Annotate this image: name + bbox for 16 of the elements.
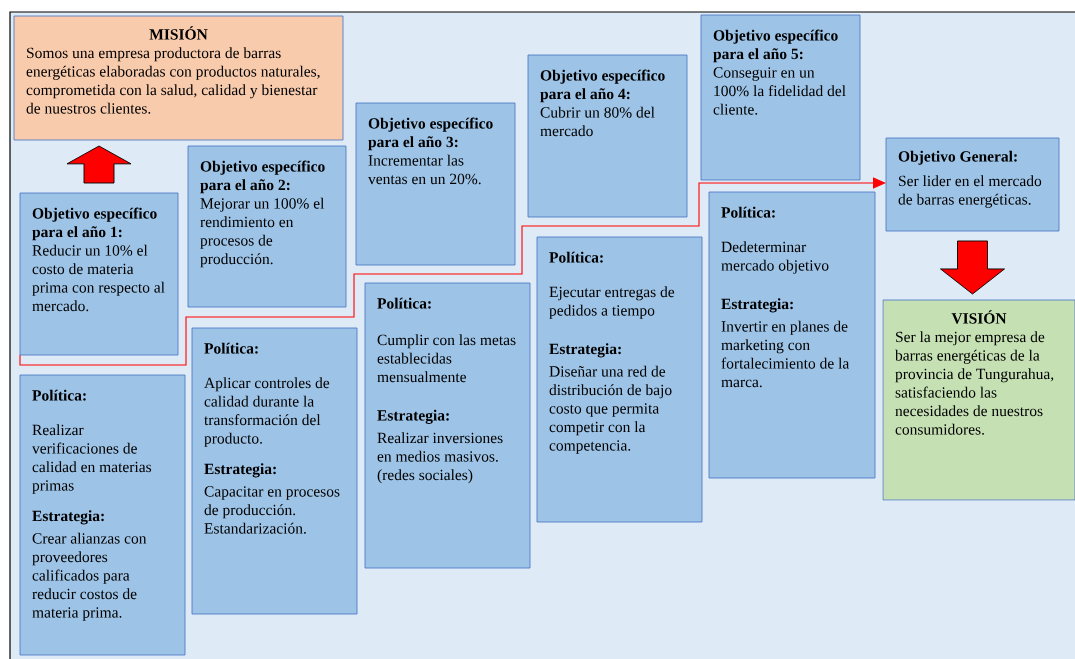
objective-box: Política: Ejecutar entregas de pedidos a tiempo Estrategia: Diseñar una red de distribución de bajo costo que permita competir con la competencia. bbox=[536, 236, 703, 523]
objective-box: Objetivo específico para el año 1: Reducir un 10% el costo de materia prima con respecto al mercado. bbox=[19, 192, 179, 356]
objective-box: Política: Realizar verificaciones de calidad en materias primas Estrategia: Crear alianzas con proveedores calificados para reducir costos de materia prima. bbox=[19, 374, 186, 656]
objective-box: Política: Cumplir con las metas establecidas mensualmente Estrategia: Realizar inversiones en medios masivos. (redes sociales) bbox=[364, 282, 531, 569]
arrow bbox=[19, 177, 886, 366]
objective-box: Política: Dedeterminar mercado objetivo Estrategia: Invertir en planes de marketing con fortalecimiento de la marca. bbox=[708, 191, 876, 479]
block-arrow bbox=[66, 145, 132, 184]
objective-box: Objetivo específico para el año 3: Incrementar las ventas en un 20%. bbox=[355, 102, 516, 266]
mission-box: MISIÓN Somos una empresa productora de barras energéticas elaboradas con productos naturales, comprometida con la salud, calidad y bienestar de nuestros clientes. bbox=[13, 15, 344, 141]
objective-box: Objetivo específico para el año 2: Mejorar un 100% el rendimiento en procesos de producción. bbox=[187, 145, 347, 308]
vision-box: VISIÓN Ser la mejor empresa de barras energéticas de la provincia de Tungurahua, satisfaciendo las necesidades de nuestros consumidores. bbox=[882, 299, 1075, 501]
objective-box: Política: Aplicar controles de calidad durante la transformación del producto. Estrategia: Capacitar en procesos de producción. Estandarización. bbox=[191, 327, 358, 615]
objective-box: Objetivo General: Ser lider en el mercado de barras energéticas. bbox=[885, 137, 1060, 232]
block-arrow bbox=[940, 240, 1005, 295]
objective-box: Objetivo específico para el año 5: Conseguir en un 100% la fidelidad del cliente. bbox=[700, 14, 861, 181]
objective-box: Objetivo específico para el año 4: Cubrir un 80% del mercado bbox=[527, 54, 688, 218]
